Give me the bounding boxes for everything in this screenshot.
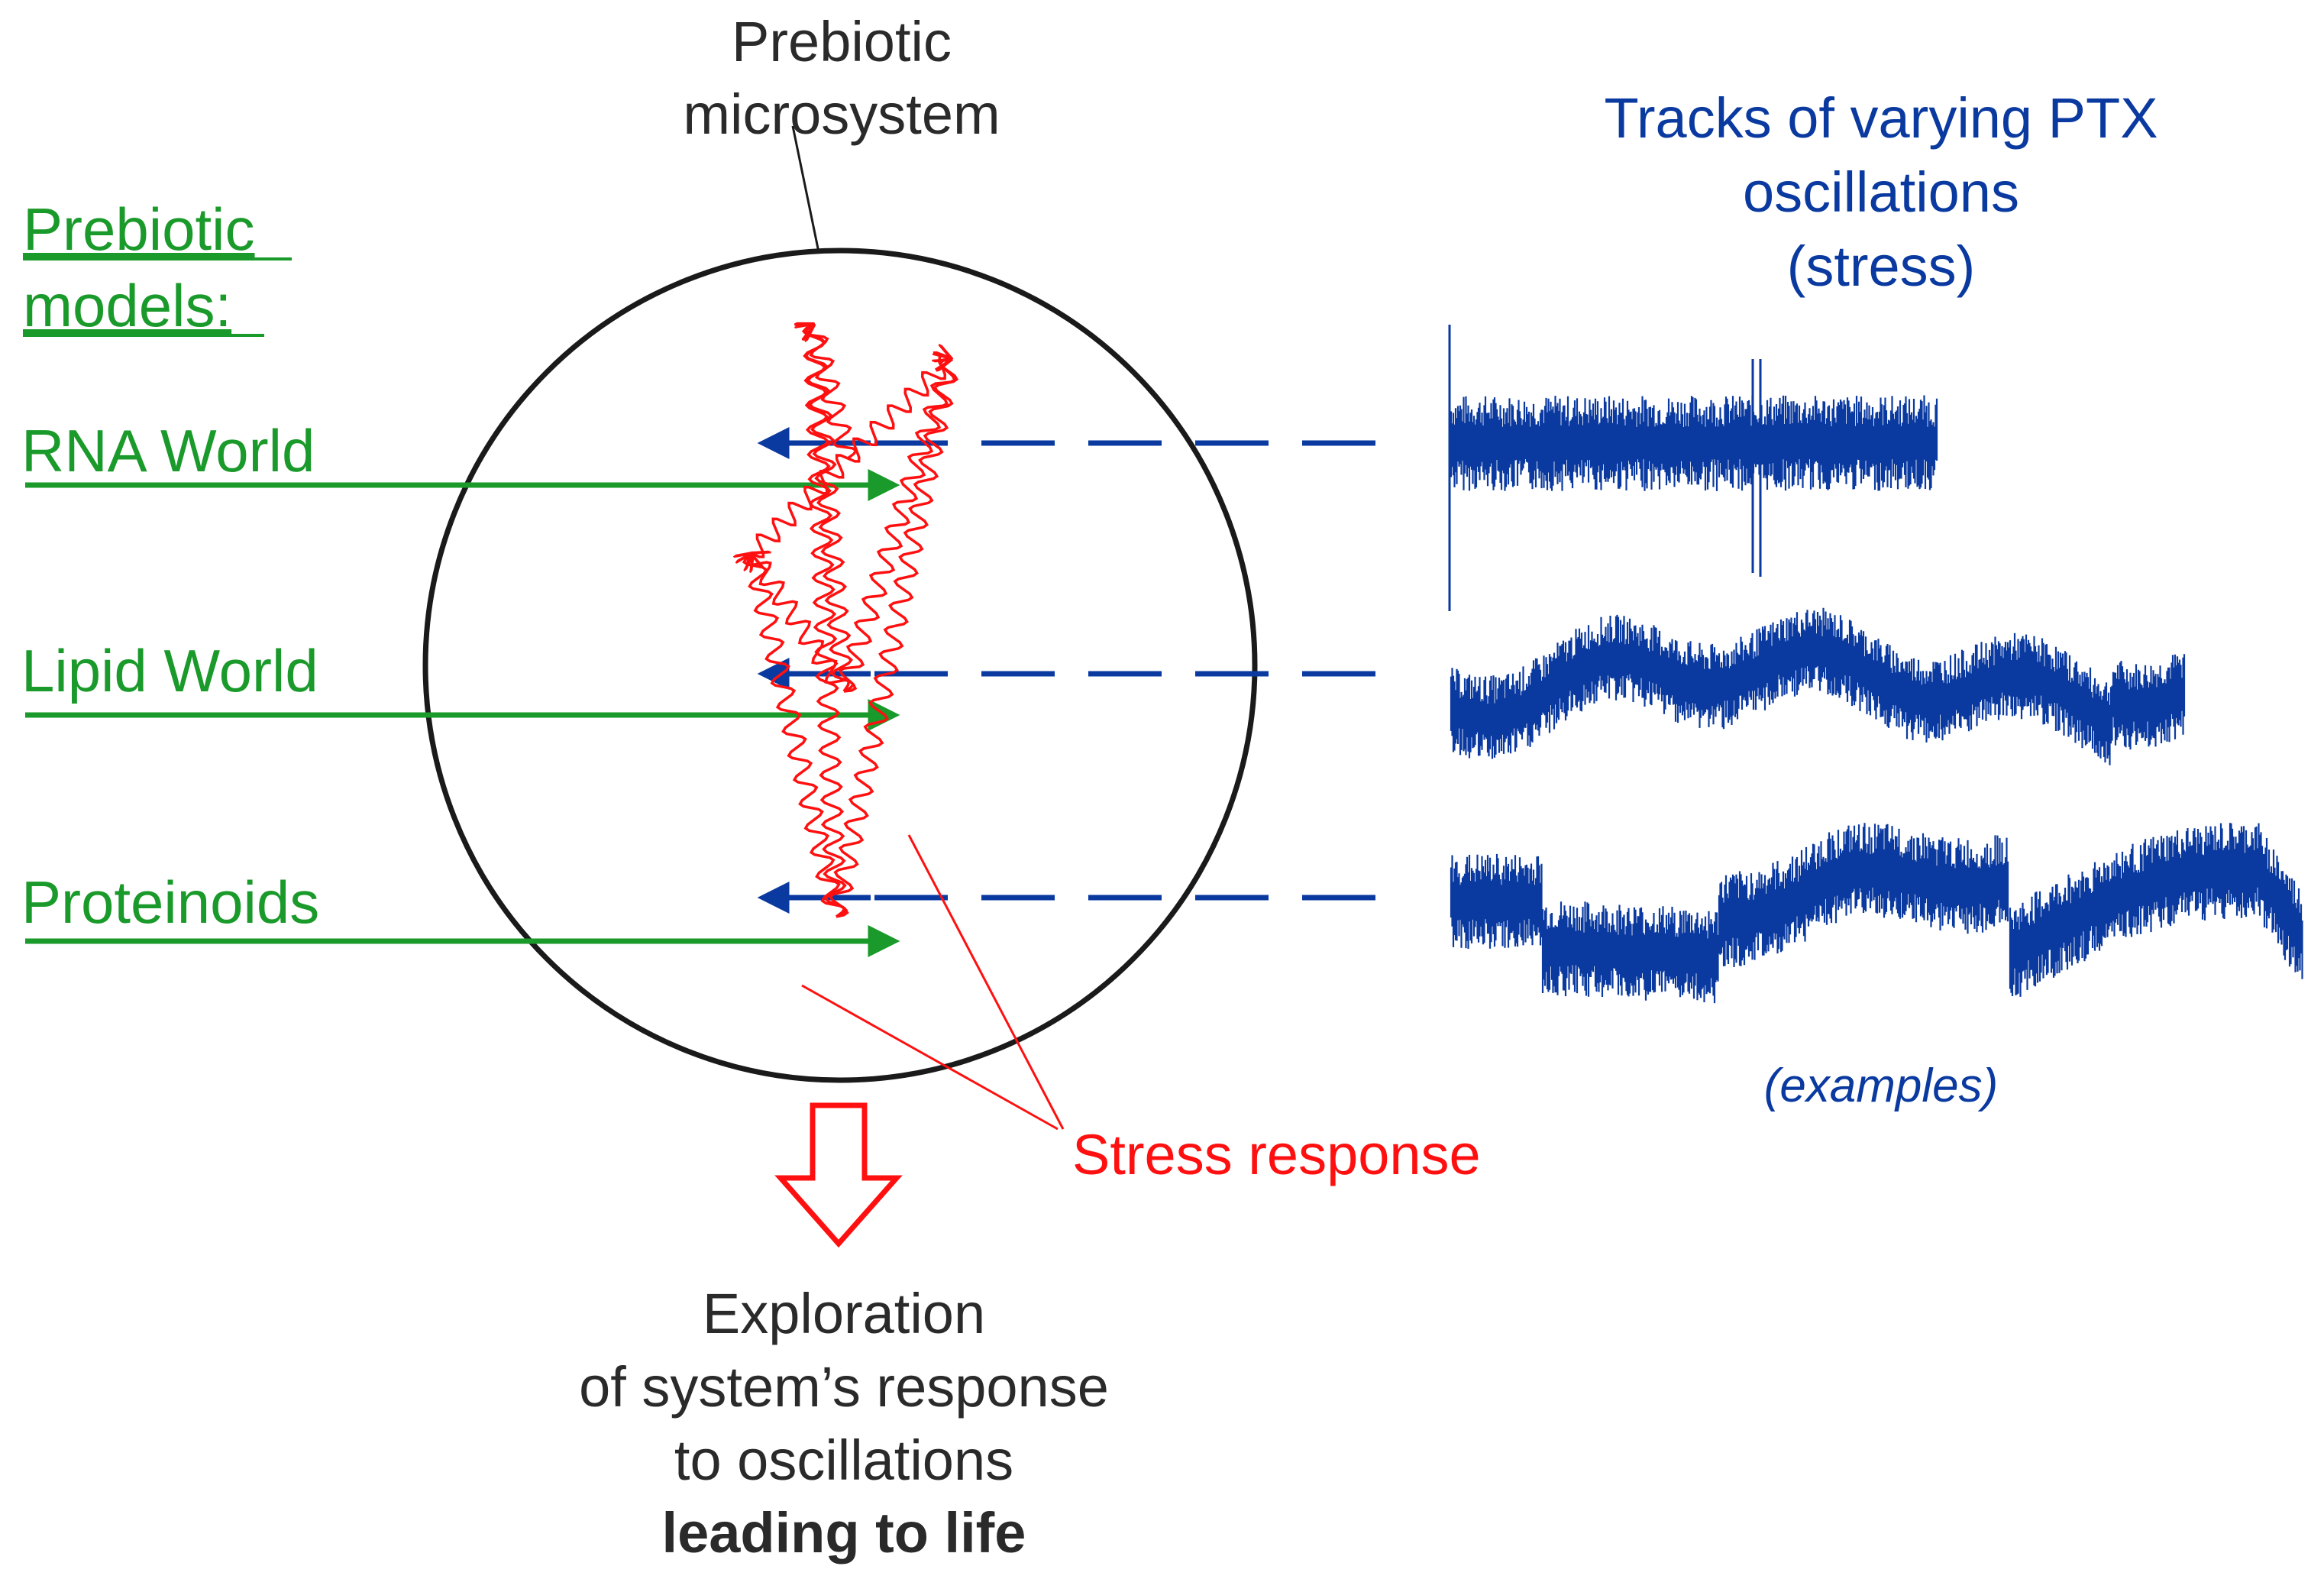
proteinoids-stress-squiggle-upright: [828, 359, 959, 918]
oscillation-trace-3: [1450, 823, 2009, 1004]
proteinoids-stress-squiggle-up: [803, 325, 848, 918]
oscillation-trace-1: [1450, 395, 1938, 491]
lipid-stress-squiggle-up: [804, 325, 855, 693]
exploration-bold-line: leading to life: [662, 1501, 1026, 1564]
oscillation-traces: [1448, 325, 2303, 1004]
model-label-rna-world: RNA World: [21, 417, 315, 484]
model-label-proteinoids: Proteinoids: [21, 869, 319, 936]
microsystem-label-line1: Prebiotic: [732, 10, 952, 73]
microsystem-circle: [422, 248, 1258, 1083]
tracks-title-line2: oscillations: [1743, 160, 2019, 224]
exploration-line2: of system’s response: [579, 1355, 1109, 1419]
model-label-lipid-world: Lipid World: [21, 637, 318, 704]
lipid-stress-squiggle-upright: [838, 359, 957, 693]
models-heading-line2: models:: [23, 272, 231, 339]
exploration-line1: Exploration: [703, 1282, 985, 1345]
oscillation-trace-2: [1450, 607, 2186, 765]
stress-leader-line-lower: [801, 984, 1059, 1131]
microsystem-leader-line: [791, 125, 820, 253]
rna-stress-squiggle-upright: [847, 356, 951, 463]
oscillation-trace-3b: [2009, 823, 2303, 997]
tracks-title-line1: Tracks of varying PTX: [1604, 86, 2158, 150]
proteinoids-stress-squiggle-downleft: [744, 554, 847, 918]
microsystem-label-line2: microsystem: [683, 83, 1000, 146]
stress-squiggles: [744, 325, 959, 918]
tracks-title-line3: (stress): [1787, 235, 1976, 298]
stress-response-label: Stress response: [1072, 1123, 1481, 1186]
examples-label: (examples): [1764, 1060, 1999, 1112]
stress-leader-line-upper: [907, 834, 1065, 1130]
exploration-down-arrow: [774, 1102, 903, 1248]
models-heading-line1: Prebiotic: [23, 196, 254, 263]
exploration-line3: to oscillations: [674, 1429, 1013, 1492]
rna-stress-squiggle-downleft: [752, 454, 848, 557]
